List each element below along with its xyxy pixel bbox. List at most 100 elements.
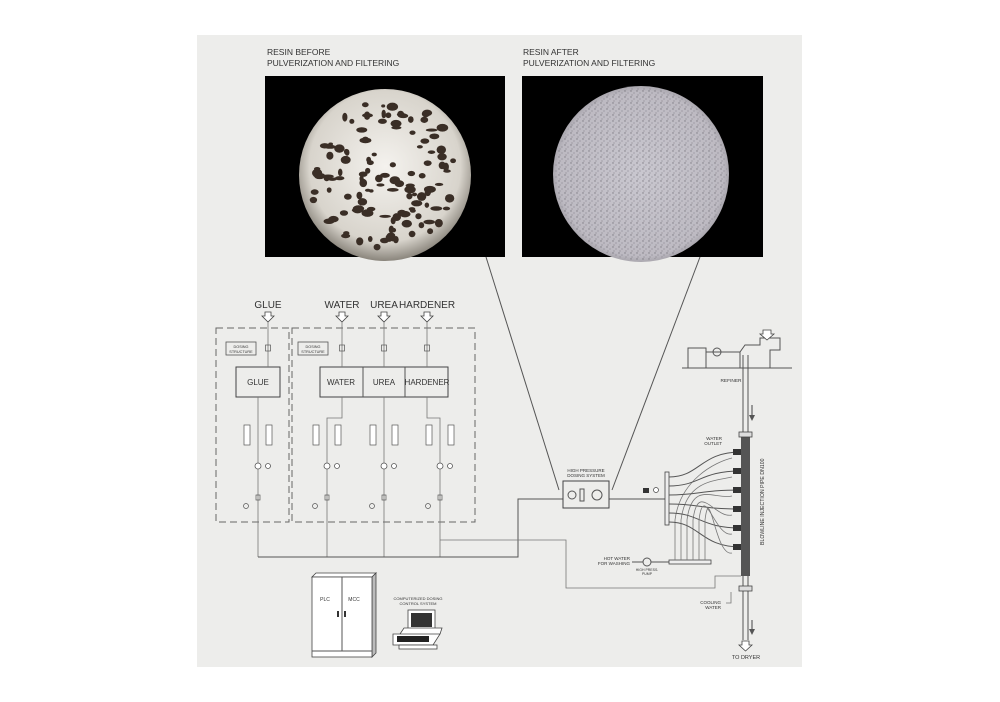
resin-particle	[436, 123, 449, 132]
photo-after-title-1: RESIN AFTER	[523, 47, 579, 57]
resin-particle	[434, 218, 443, 228]
resin-particle	[334, 176, 345, 181]
resin-particle	[337, 168, 343, 177]
resin-particle	[390, 119, 402, 128]
flow-meter-icon	[447, 424, 455, 446]
pipe-line	[326, 397, 343, 557]
hp-label-1: HIGH PRESSURE	[567, 468, 604, 473]
plc-mcc-cabinet	[311, 572, 377, 658]
flow-meter-icon	[334, 424, 342, 446]
glue-dosing-structure	[215, 327, 290, 523]
injector-nozzle	[733, 468, 741, 474]
resin-particle	[430, 206, 443, 211]
input-label-glue: GLUE	[254, 300, 282, 311]
injector-hose	[668, 521, 742, 548]
resin-particle	[444, 194, 455, 203]
resin-particle	[377, 118, 387, 124]
resin-particle	[313, 166, 321, 171]
valve-icon	[255, 494, 261, 501]
photo-resin-after	[522, 76, 763, 262]
resin-particle	[407, 170, 416, 177]
pump-icon	[254, 462, 262, 470]
motor-icon	[265, 463, 271, 469]
resin-particle	[418, 222, 425, 229]
injector-nozzle	[733, 544, 741, 550]
blowline-label: BLOWLINE INJECTION PIPE DN100	[760, 458, 766, 545]
resin-particle	[379, 214, 391, 218]
resin-particle	[424, 202, 430, 208]
refiner	[682, 329, 792, 369]
down-arrow-icon	[420, 311, 434, 323]
input-label-water: WATER	[325, 300, 360, 311]
down-arrow-icon	[261, 311, 275, 323]
resin-particle	[326, 187, 332, 193]
motor-icon	[447, 463, 453, 469]
water-outlet-label-2: OUTLET	[704, 441, 722, 446]
pipe-line	[440, 539, 741, 589]
resin-particle	[427, 228, 434, 235]
resin-particle	[310, 189, 319, 195]
pipe-line	[426, 397, 441, 557]
resin-particle	[385, 233, 393, 242]
flow-meter-icon	[265, 424, 273, 446]
input-feeds: GLUE WATER UREA HARDENER	[254, 300, 455, 323]
resin-particle	[442, 206, 451, 211]
washing-hose	[704, 508, 733, 560]
resin-particle	[423, 185, 436, 193]
cabinet-label-plc: PLC	[320, 597, 330, 603]
resin-particle	[429, 133, 440, 140]
cooling-water-label-1: COOLING	[700, 600, 721, 605]
injection-manifold	[664, 449, 742, 565]
dosing-structure-tag-2-line1: DOSING	[306, 345, 321, 349]
gauge-icon	[369, 503, 375, 509]
dosing-structure-tag-1	[225, 341, 257, 356]
injector-nozzle	[733, 506, 741, 512]
resin-particle	[386, 102, 399, 111]
resin-particle	[393, 235, 399, 244]
valve-icon	[265, 344, 271, 352]
resin-particle	[437, 153, 447, 161]
blowline-injection-pipe	[737, 355, 755, 652]
refiner-label: REFINER	[720, 378, 742, 384]
valve-icon	[324, 494, 330, 501]
valve-icon	[381, 344, 387, 352]
resin-particle	[349, 118, 355, 124]
resin-particle	[367, 235, 373, 242]
resin-particle	[385, 112, 392, 119]
pump-label-1: HIGH PRESS.	[636, 568, 659, 572]
resin-particle	[309, 196, 318, 204]
additive-tanks	[319, 366, 449, 398]
dosing-piping	[243, 322, 741, 604]
resin-particle	[418, 173, 426, 179]
injector-hose	[668, 512, 742, 529]
dosing-structure-tag-1-line1: DOSING	[234, 345, 249, 349]
resin-particle	[434, 182, 444, 186]
cooling-water-line	[726, 592, 732, 604]
resin-particle	[342, 112, 348, 122]
gauge-icon	[425, 503, 431, 509]
resin-particle	[391, 227, 397, 233]
motor-icon	[334, 463, 340, 469]
valve-icon	[424, 344, 430, 352]
tank-label-hardener: HARDENER	[405, 378, 450, 387]
flow-meter-icon	[391, 424, 399, 446]
flow-meter-icon	[425, 424, 433, 446]
resin-particle	[416, 145, 423, 149]
resin-particle	[381, 104, 386, 108]
resin-particle	[356, 237, 364, 246]
resin-particle	[380, 172, 390, 178]
resin-particle	[450, 158, 456, 164]
resin-particle	[358, 171, 368, 177]
resin-particle	[401, 219, 412, 228]
gauge-icon	[312, 503, 318, 509]
photo-before-title-2: PULVERIZATION AND FILTERING	[267, 58, 399, 68]
valve-icon	[339, 344, 345, 352]
resin-particle	[344, 193, 352, 200]
resin-particle	[442, 162, 449, 172]
injector-hose	[668, 470, 742, 487]
resin-particle	[366, 160, 374, 166]
resin-particle	[365, 167, 371, 174]
injector-nozzle	[733, 525, 741, 531]
resin-particle	[408, 230, 416, 238]
